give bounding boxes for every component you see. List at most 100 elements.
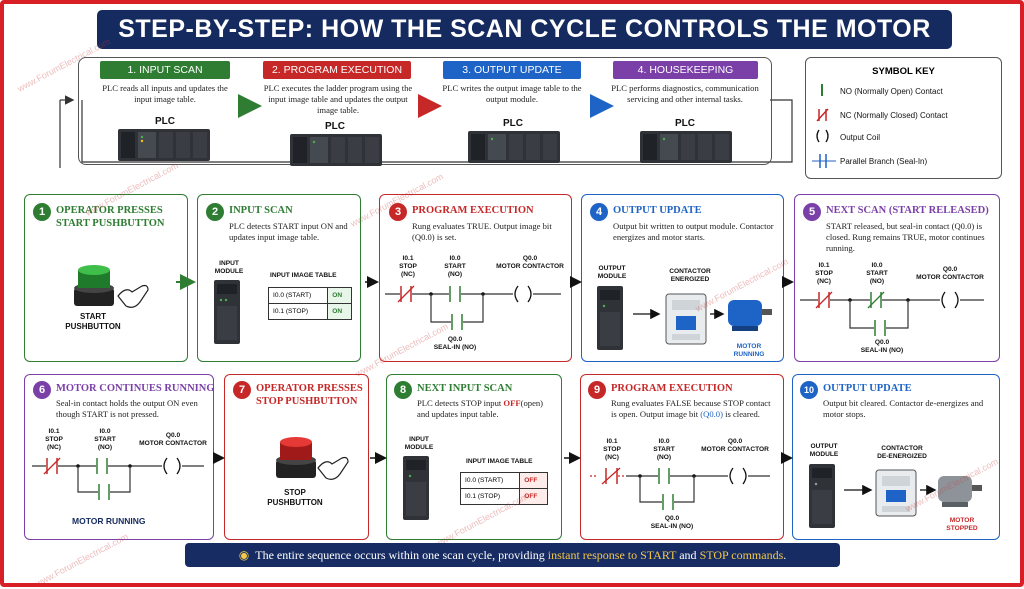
card-6: [24, 374, 214, 540]
key-no-contact: NO (Normally Open) Contact: [840, 87, 943, 96]
hand-icon: [317, 456, 349, 480]
plc-icon: [290, 134, 382, 166]
phase-desc-3: PLC writes the output image table to the…: [442, 83, 582, 104]
card-5: [794, 194, 1000, 362]
card-3: [379, 194, 572, 362]
card-title: OUTPUT UPDATE: [823, 383, 912, 394]
card-desc: Rung evaluates TRUE. Output image bit (Q…: [412, 221, 552, 242]
step-number: 10: [800, 381, 818, 399]
card-desc: Seal-in contact holds the output ON even…: [56, 398, 198, 419]
plc-label-1: PLC: [155, 116, 175, 127]
ladder-stop-label: I0.1 STOP (NC): [399, 255, 417, 278]
ladder-stop-label: I0.1 STOP (NC): [45, 428, 63, 451]
ladder-start-label: I0.0 START (NO): [94, 428, 116, 451]
phase-program-execution: 2. PROGRAM EXECUTION: [263, 61, 411, 79]
lightbulb-icon: ◉: [238, 548, 250, 562]
step-number: 5: [803, 203, 821, 221]
input-module-icon: [214, 280, 240, 344]
step-number: 9: [588, 381, 606, 399]
nc-contact-icon: [816, 108, 829, 122]
contactor-label: CONTACTOR DE-ENERGIZED: [877, 445, 927, 460]
module-label: INPUT MODULE: [214, 260, 244, 275]
output-module-icon: [809, 464, 835, 528]
key-nc-contact: NC (Normally Closed) Contact: [840, 111, 948, 120]
symbol-key-icons: [812, 84, 836, 168]
key-output-coil: Output Coil: [840, 133, 881, 142]
table-row: I0.0 (START)ON: [267, 287, 352, 304]
start-pushbutton-icon: [74, 265, 149, 308]
input-module-icon: [403, 456, 429, 520]
phase-desc-1: PLC reads all inputs and updates the inp…: [102, 83, 228, 104]
card-9: [580, 374, 784, 540]
symbol-key-box: [805, 57, 1002, 179]
plc-icon: [468, 131, 560, 163]
plc-icon: [118, 129, 210, 161]
card-desc: PLC detects START input ON and updates i…: [229, 221, 348, 242]
ladder-start-label: I0.0 START (NO): [653, 438, 675, 461]
contactor-motor-graphic: [844, 469, 982, 517]
table-title: INPUT IMAGE TABLE: [270, 272, 337, 279]
card-title: OPERATOR PRESSES STOP PUSHBUTTON: [256, 383, 363, 407]
step-number: 7: [233, 381, 251, 399]
ladder-rung-seal: [800, 291, 984, 336]
step-number: 3: [389, 203, 407, 221]
step-number: 8: [394, 381, 412, 399]
card-desc: Rung evaluates FALSE because STOP contac…: [611, 398, 771, 419]
ladder-rung-hold: [32, 457, 204, 500]
phase-output-update: 3. OUTPUT UPDATE: [443, 61, 581, 79]
phase-input-scan: 1. INPUT SCAN: [100, 61, 230, 79]
ladder-coil-label: Q0.0 MOTOR CONTACTOR: [916, 266, 984, 281]
card-2: [197, 194, 361, 362]
card-title: OUTPUT UPDATE: [613, 205, 702, 216]
ladder-rung-true: [385, 285, 561, 330]
step-number: 2: [206, 203, 224, 221]
symbol-key-title: SYMBOL KEY: [872, 66, 935, 77]
input-image-table: I0.0 (START)OFF I0.1 (STOP)OFF: [459, 472, 548, 505]
card-desc: START released, but seal-in contact (Q0.…: [826, 221, 985, 253]
contactor-motor-graphic: [633, 293, 772, 345]
module-label: OUTPUT MODULE: [809, 443, 839, 458]
parallel-branch-icon: [812, 154, 836, 168]
motor-icon: [938, 476, 982, 507]
motor-running-status: MOTOR RUNNING: [72, 516, 146, 526]
ladder-start-label: I0.0 START (NO): [866, 262, 888, 285]
card-title: PROGRAM EXECUTION: [611, 383, 733, 394]
table-title: INPUT IMAGE TABLE: [466, 458, 533, 465]
contactor-label: CONTACTOR ENERGIZED: [669, 268, 711, 283]
phase-housekeeping: 4. HOUSEKEEPING: [613, 61, 758, 79]
plc-label-2: PLC: [325, 121, 345, 132]
ladder-stop-label: I0.1 STOP (NC): [603, 438, 621, 461]
scan-cycle-box: [78, 57, 772, 165]
card-title: NEXT INPUT SCAN: [417, 383, 513, 394]
ladder-seal-label: Q0.0 SEAL-IN (NO): [433, 336, 477, 351]
card-title: PROGRAM EXECUTION: [412, 205, 534, 216]
table-row: I0.1 (STOP)OFF: [459, 488, 548, 505]
page-title: STEP-BY-STEP: HOW THE SCAN CYCLE CONTROL…: [97, 10, 952, 49]
start-pushbutton-label: START PUSHBUTTON: [65, 312, 121, 331]
phase-desc-4: PLC performs diagnostics, communication …: [611, 83, 759, 104]
key-parallel-branch: Parallel Branch (Seal-In): [840, 157, 928, 166]
step-number: 1: [33, 203, 51, 221]
motor-icon: [728, 300, 772, 331]
ladder-stop-label: I0.1 STOP (NC): [815, 262, 833, 285]
ladder-coil-label: Q0.0 MOTOR CONTACTOR: [701, 438, 769, 453]
step-number: 4: [590, 203, 608, 221]
stop-pushbutton-icon: [276, 437, 349, 480]
card-desc: Output bit cleared. Contactor de-energiz…: [823, 398, 984, 419]
hand-icon: [117, 284, 149, 308]
table-row: I0.0 (START)OFF: [459, 472, 548, 489]
plc-label-4: PLC: [675, 118, 695, 129]
plc-icon: [640, 131, 732, 163]
footer-banner: ◉The entire sequence occurs within one s…: [185, 543, 840, 567]
card-desc: Output bit written to output module. Con…: [613, 221, 774, 242]
phase-desc-2: PLC executes the ladder program using th…: [263, 83, 413, 115]
stop-pushbutton-label: STOP PUSHBUTTON: [267, 488, 323, 507]
step-number: 6: [33, 381, 51, 399]
ladder-rung-false: [590, 467, 770, 510]
motor-running-label: MOTOR RUNNING: [733, 343, 765, 358]
card-title: OPERATOR PRESSES START PUSHBUTTON: [56, 205, 165, 229]
ladder-seal-label: Q0.0 SEAL-IN (NO): [860, 339, 904, 354]
ladder-coil-label: Q0.0 MOTOR CONTACTOR: [496, 255, 564, 270]
